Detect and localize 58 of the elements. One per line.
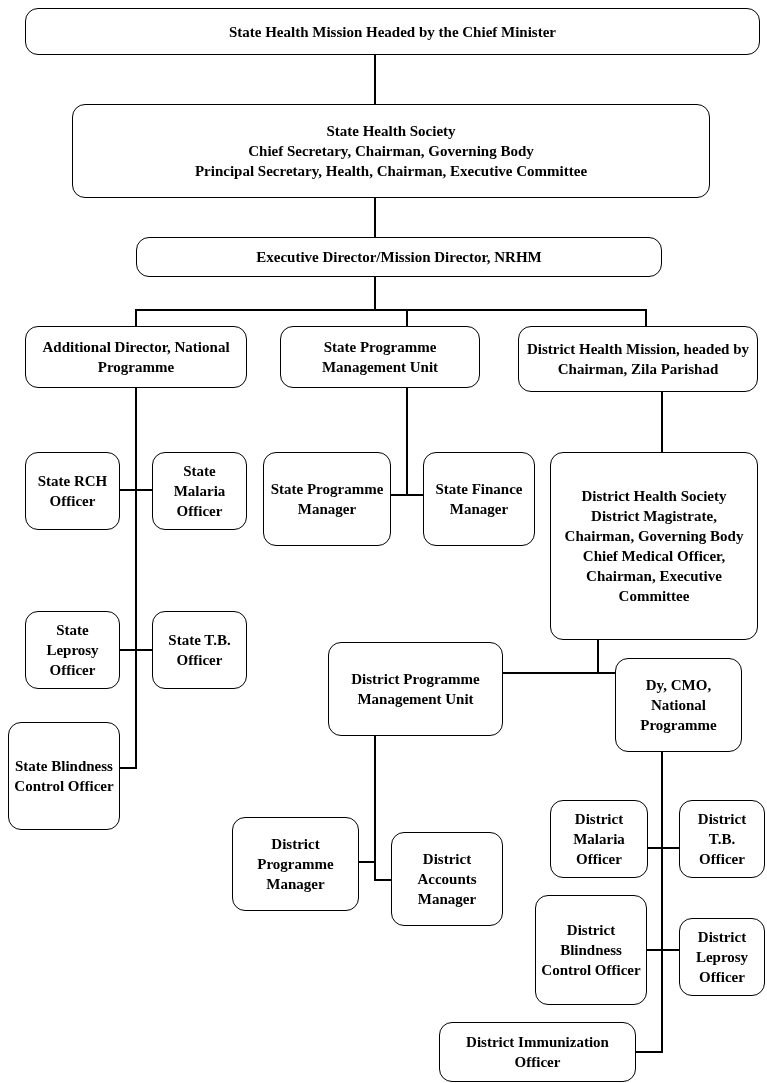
connector-line <box>374 197 376 238</box>
box-title: District Programme Manager <box>256 835 335 894</box>
org-box <box>423 452 535 546</box>
org-box <box>679 918 765 996</box>
box-title: State Programme Manager <box>269 480 385 519</box>
connector-line <box>374 276 647 327</box>
box-text: Chief Medical Officer, Chairman, Executive Committee <box>581 547 727 606</box>
box-title: District Programme Management Unit <box>350 670 481 709</box>
box-title: State Health Mission Headed by the Chief Minister <box>227 22 558 42</box>
org-box <box>136 237 662 277</box>
org-box <box>152 611 247 689</box>
org-box <box>280 326 480 388</box>
box-title: District Health Society <box>580 487 728 506</box>
box-title: State Health Society <box>325 122 457 141</box>
box-title: District Accounts Manager <box>416 850 478 909</box>
org-box <box>263 452 391 546</box>
connector-line <box>374 735 392 881</box>
box-title: District Malaria Officer <box>572 810 626 869</box>
box-title: Additional Director, National Programme <box>41 338 231 377</box>
box-title: State Blindness Control Officer <box>14 757 114 796</box>
org-box <box>391 832 503 926</box>
org-box <box>328 642 503 736</box>
org-box <box>25 326 247 388</box>
connector-line <box>635 751 663 1053</box>
box-title: State Programme Management Unit <box>320 338 440 377</box>
box-title: District Health Mission, headed by Chairman, Zila Parishad <box>525 340 751 379</box>
org-box <box>615 658 742 752</box>
org-box <box>535 895 647 1005</box>
org-box <box>25 8 760 55</box>
org-box <box>25 452 120 530</box>
org-box <box>550 800 648 878</box>
org-box <box>232 817 359 911</box>
box-title: District Blindness Control Officer <box>541 921 641 980</box>
box-title: State RCH Officer <box>36 472 109 511</box>
org-box <box>72 104 710 198</box>
connector-line <box>406 387 424 496</box>
connector-line <box>661 391 663 453</box>
org-box <box>25 611 120 689</box>
org-box <box>550 452 758 640</box>
box-title: District Immunization Officer <box>465 1033 610 1072</box>
box-text: District Magistrate, Chairman, Governing Body <box>563 507 745 546</box>
box-title: State Leprosy Officer <box>45 621 100 680</box>
org-box <box>518 326 758 392</box>
box-title: Executive Director/Mission Director, NRHM <box>255 248 543 267</box>
box-title: State Finance Manager <box>434 480 524 519</box>
connector-line <box>597 639 616 674</box>
box-title: District Leprosy Officer <box>694 928 750 987</box>
org-box <box>8 722 120 830</box>
org-box <box>679 800 765 878</box>
org-box <box>152 452 247 530</box>
box-title: Dy, CMO, National Programme <box>639 676 718 735</box>
box-title: District T.B. Officer <box>696 810 748 869</box>
org-box <box>439 1022 636 1082</box>
connector-line <box>374 54 376 105</box>
box-text: Principal Secretary, Health, Chairman, Executive Committee <box>193 162 589 181</box>
box-text: Chief Secretary, Chairman, Governing Body <box>247 142 535 161</box>
box-title: State Malaria Officer <box>172 462 227 521</box>
box-title: State T.B. Officer <box>167 631 232 670</box>
